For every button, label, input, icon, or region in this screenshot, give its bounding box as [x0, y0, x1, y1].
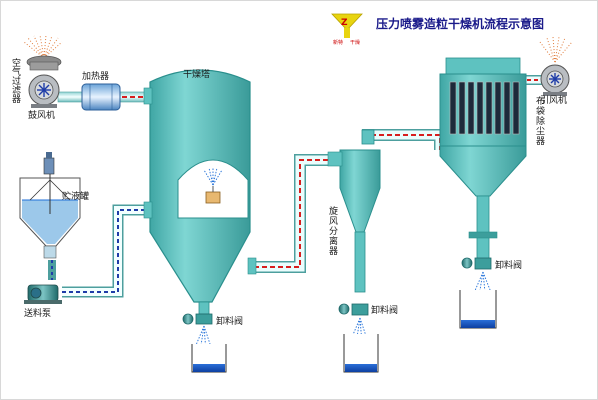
- blower-label: 鼓风机: [28, 109, 55, 121]
- collected-product-2: [345, 364, 377, 372]
- cyclone-separator: 旋风分离器: [327, 129, 381, 293]
- logo-caption-left: 新特: [333, 39, 343, 46]
- agitator-motor-icon: [43, 157, 55, 175]
- heater-label: 加热器: [82, 70, 109, 82]
- nozzle-box: [205, 191, 221, 204]
- exhaust-fan-label: 引风机: [540, 94, 567, 106]
- spray-icon: [203, 167, 223, 186]
- heater: 加热器: [81, 70, 121, 111]
- tower-discharge-valve: 卸料阀: [182, 301, 243, 373]
- logo-caption-right: 干燥: [350, 39, 360, 46]
- collected-product-3: [461, 320, 495, 328]
- feed-pump: 送料泵: [24, 284, 62, 319]
- blower: 鼓风机: [28, 74, 60, 121]
- filter-bags: [449, 81, 520, 135]
- discharge-valve-label-1: 卸料阀: [216, 315, 243, 327]
- discharge-valve-label-3: 卸料阀: [495, 259, 522, 271]
- drying-tower-label: 干燥塔: [183, 68, 210, 80]
- drying-tower: 干燥塔: [143, 68, 257, 303]
- cyclone-to-bagfilter-pipe: [362, 129, 446, 150]
- feed-flow: [62, 209, 150, 293]
- intake-air-rays: [23, 34, 63, 59]
- logo-shape: [331, 13, 363, 31]
- exhaust-air-rays: [539, 36, 573, 63]
- pump-motor-icon: [30, 287, 42, 299]
- collected-product-1: [193, 364, 225, 372]
- valve-motor-icon: [461, 257, 473, 269]
- discharge-valve-label-2: 卸料阀: [371, 304, 398, 316]
- tower-to-cyclone-pipe: [252, 154, 340, 273]
- feed-pump-label: 送料泵: [24, 307, 51, 319]
- air-filter: 空气过滤器: [12, 34, 63, 105]
- air-filter-label: 空气过滤器: [12, 57, 21, 105]
- bagfilter-discharge-valve: 卸料阀: [459, 257, 522, 329]
- cyclone-label: 旋风分离器: [329, 205, 338, 257]
- liquid-tank-label: 贮液罐: [62, 190, 89, 202]
- exhaust-fan: 引风机: [539, 36, 573, 106]
- valve-motor-icon: [338, 303, 350, 315]
- logo-letter: Z: [341, 18, 348, 28]
- logo-stem: [344, 28, 350, 38]
- liquid-tank: 贮液罐: [19, 152, 89, 259]
- cyclone-discharge-valve: 卸料阀: [338, 303, 398, 373]
- feed-pipe: [48, 204, 150, 298]
- fan-blades-icon: [37, 83, 51, 97]
- fan-blades-icon: [549, 73, 561, 85]
- valve-motor-icon: [182, 313, 194, 325]
- bag-filter-label: 布袋除尘器: [536, 95, 545, 147]
- diagram-title: 压力喷雾造粒干燥机流程示意图: [376, 16, 544, 31]
- bag-filter: 布袋除尘器: [439, 57, 545, 263]
- logo: Z 新特 干燥: [331, 13, 363, 46]
